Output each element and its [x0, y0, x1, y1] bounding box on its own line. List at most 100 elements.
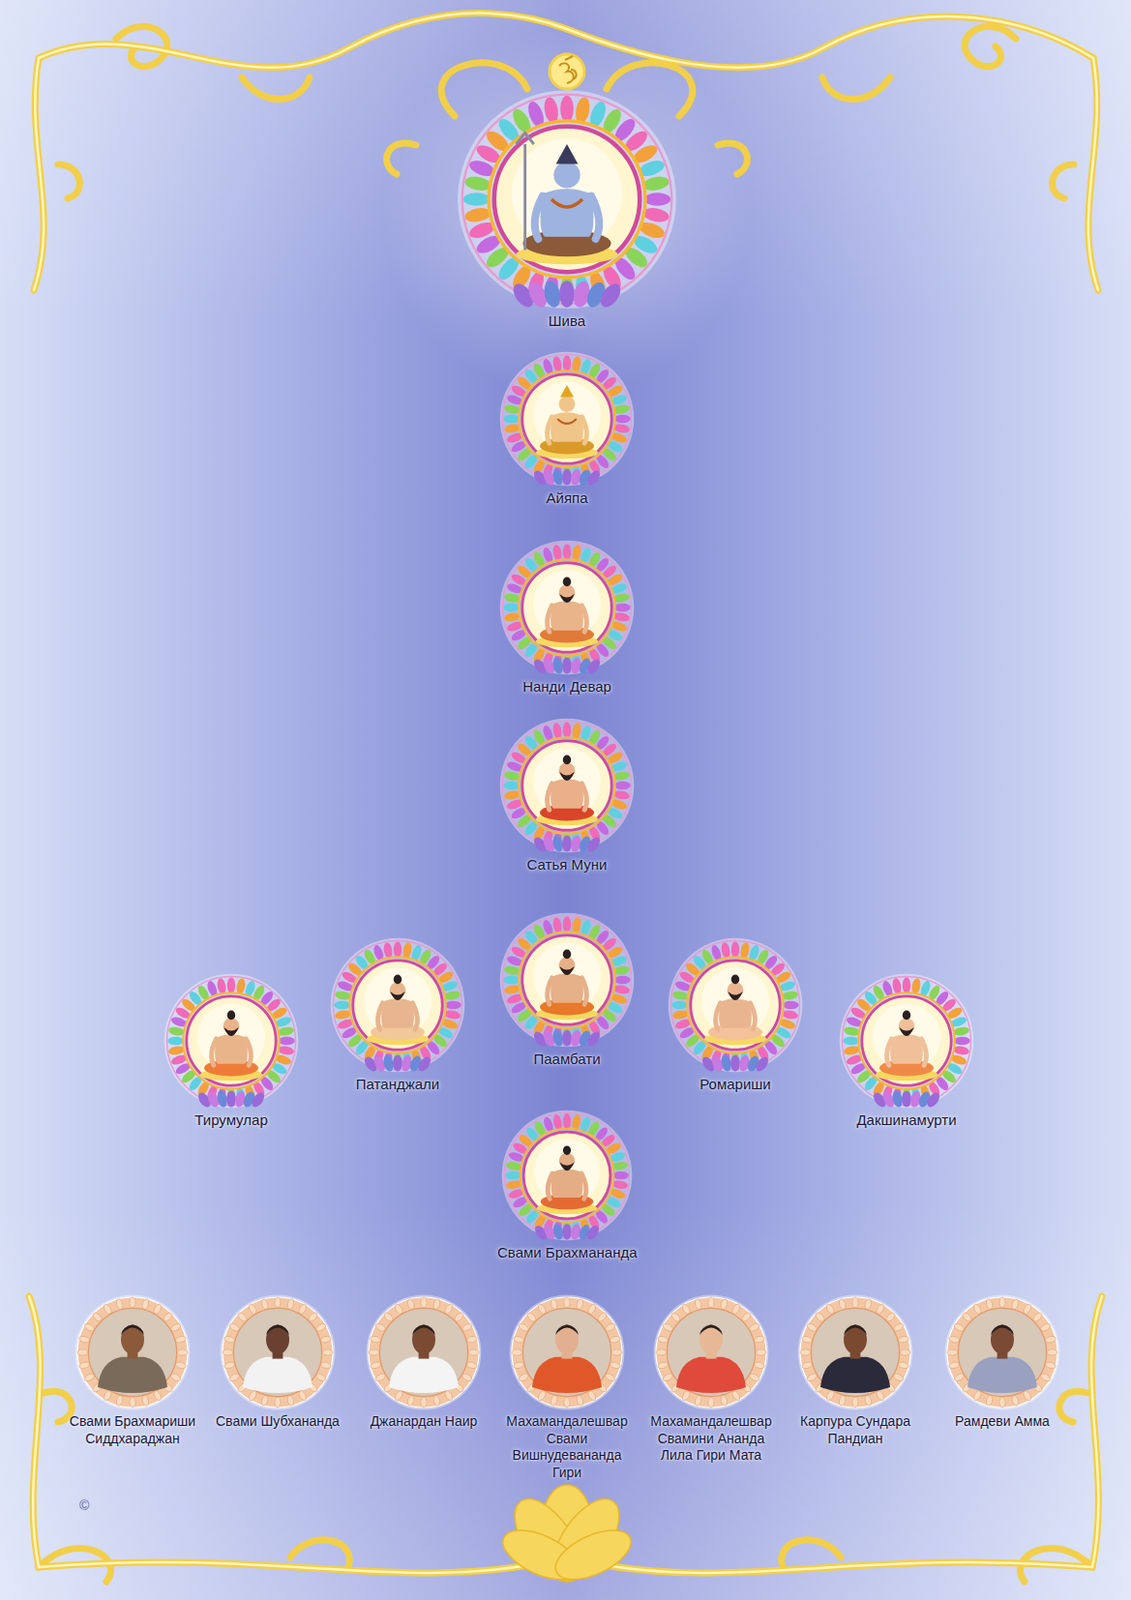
guru-medallion: Карпура Сундара Пандиан — [784, 1294, 926, 1448]
portrait-medallion — [74, 1294, 191, 1411]
guru-medallion: Рамдеви Амма — [944, 1294, 1061, 1431]
ornament-shape — [820, 1357, 891, 1394]
ornament-shape — [562, 835, 572, 853]
ornament-shape — [186, 996, 276, 1086]
ornament-shape — [614, 603, 631, 612]
ornament-shape — [349, 956, 446, 1053]
ornament-shape — [432, 1395, 442, 1407]
ornament-shape — [810, 1308, 899, 1397]
ornament-shape — [523, 144, 527, 250]
ornament-shape — [77, 1297, 188, 1408]
ornament-shape — [800, 1297, 911, 1408]
ornament-shape — [522, 563, 612, 653]
ornament-shape — [872, 1004, 941, 1072]
ornament-shape — [97, 1357, 168, 1394]
ornament-shape — [129, 1297, 136, 1309]
ornament-shape — [512, 1335, 525, 1344]
ornament-shape — [522, 374, 612, 464]
ornament-shape — [801, 1335, 813, 1344]
ornament-shape — [719, 1298, 729, 1310]
ornament-shape — [898, 1027, 914, 1037]
ornament-shape — [462, 94, 673, 305]
ornament-shape — [260, 1298, 269, 1310]
ornament-shape — [512, 1361, 525, 1370]
guru-medallion: Свами Брахмариши Сиддхараджан — [61, 1294, 204, 1448]
ornament-shape — [1059, 1391, 1088, 1423]
ornament-shape — [120, 1325, 145, 1355]
ornament-shape — [563, 721, 571, 739]
ornament-shape — [863, 1298, 873, 1310]
ornament-shape — [560, 95, 574, 122]
ornament-shape — [363, 968, 432, 1037]
ornament-shape — [522, 1308, 611, 1397]
figure-medallion — [499, 912, 635, 1048]
ornament-shape — [559, 772, 574, 781]
ornament-shape — [223, 1361, 236, 1370]
ornament-shape — [266, 1324, 290, 1336]
ornament-shape — [887, 1039, 927, 1066]
ornament-shape — [78, 1361, 90, 1370]
ornament-shape — [556, 144, 579, 165]
ornament-shape — [534, 1139, 600, 1206]
ornament-shape — [211, 1039, 252, 1066]
ornament-shape — [585, 468, 603, 487]
ornament-shape — [782, 1001, 800, 1010]
ornament-shape — [197, 1004, 266, 1072]
ornament-shape — [383, 29, 751, 397]
ornament-shape — [753, 1361, 766, 1370]
ornament-shape — [563, 1113, 571, 1130]
ornament-shape — [393, 941, 402, 958]
ornament-shape — [822, 77, 891, 100]
ornament-shape — [701, 968, 770, 1037]
portrait-medallion — [508, 1294, 626, 1411]
ornament-shape — [553, 161, 580, 188]
ornament-shape — [522, 935, 612, 1025]
ornament-shape — [575, 1298, 585, 1310]
ornament-shape — [839, 974, 975, 1109]
ornament-shape — [584, 1223, 601, 1242]
ornament-shape — [644, 192, 671, 207]
ornament-shape — [33, 58, 44, 291]
ornament-shape — [753, 1054, 772, 1073]
ornament-shape — [990, 1325, 1014, 1355]
portrait-medallion — [219, 1294, 336, 1411]
ornament-shape — [967, 1357, 1038, 1394]
ornament-shape — [655, 1297, 767, 1408]
ornament-shape — [730, 1055, 741, 1072]
ornament-shape — [420, 1397, 427, 1408]
ornament-shape — [75, 1295, 191, 1411]
ornament-shape — [533, 382, 601, 450]
ornament-shape — [842, 977, 972, 1106]
ornament-shape — [516, 133, 535, 145]
ornament-shape — [540, 188, 595, 238]
ornament-shape — [902, 1011, 911, 1021]
ornament-shape — [226, 1091, 237, 1108]
guru-name: Дакшинамурти — [856, 1111, 956, 1131]
ornament-shape — [563, 1223, 573, 1240]
figure-medallion — [329, 937, 466, 1073]
ornament-shape — [1052, 164, 1074, 199]
ornament-shape — [666, 1308, 755, 1397]
ornament-shape — [500, 913, 635, 1048]
ornament-shape — [141, 1395, 150, 1407]
portrait-medallion — [797, 1294, 914, 1411]
ornament-shape — [563, 577, 571, 588]
ornament-shape — [393, 975, 402, 985]
ornament-shape — [686, 956, 783, 1053]
ornament-shape — [924, 1090, 943, 1109]
ornament-shape — [445, 1001, 462, 1010]
ornament-shape — [562, 469, 572, 486]
ornament-shape — [290, 1540, 350, 1568]
ornament-shape — [242, 1357, 313, 1394]
ornament-shape — [547, 1173, 587, 1200]
ornament-shape — [555, 1325, 579, 1355]
ornament-shape — [708, 1297, 715, 1309]
ornament-shape — [494, 126, 640, 272]
ornament-shape — [858, 992, 954, 1089]
ornament-shape — [843, 1325, 867, 1355]
ornament-shape — [999, 1297, 1006, 1309]
ornament-shape — [223, 1335, 236, 1344]
ornament-shape — [693, 1298, 703, 1310]
ornament-shape — [575, 1395, 585, 1407]
ornament-shape — [274, 1297, 281, 1309]
